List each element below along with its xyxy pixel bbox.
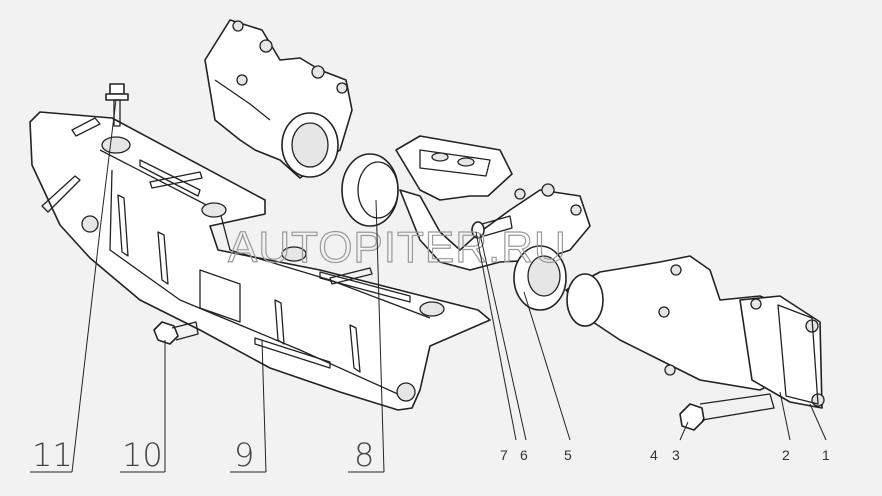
callout-1: 1: [822, 447, 830, 463]
callout-5: 5: [564, 447, 572, 463]
callout-6: 6: [520, 447, 528, 463]
seal-ring-5: [513, 245, 567, 311]
callout-2: 2: [782, 447, 790, 463]
watermark-text: AUTOPITER.RU: [228, 223, 567, 272]
callout-10: 10: [122, 436, 163, 474]
callout-9: 9: [234, 436, 254, 474]
exhaust-manifold-front: [565, 255, 825, 409]
seal-ring-8: [341, 153, 399, 227]
callout-8: 8: [354, 436, 374, 474]
flange-gasket-2: [777, 304, 819, 405]
bolt-3: [679, 393, 775, 431]
callout-4: 4: [650, 447, 658, 463]
stud-7: [471, 215, 513, 239]
heat-shield: [29, 111, 491, 411]
exhaust-manifold-rear: [204, 19, 353, 179]
callout-3: 3: [672, 447, 680, 463]
callout-7: 7: [500, 447, 508, 463]
bolt-10: [153, 321, 199, 345]
callout-11: 11: [32, 436, 73, 474]
leader-lines: [30, 99, 827, 473]
